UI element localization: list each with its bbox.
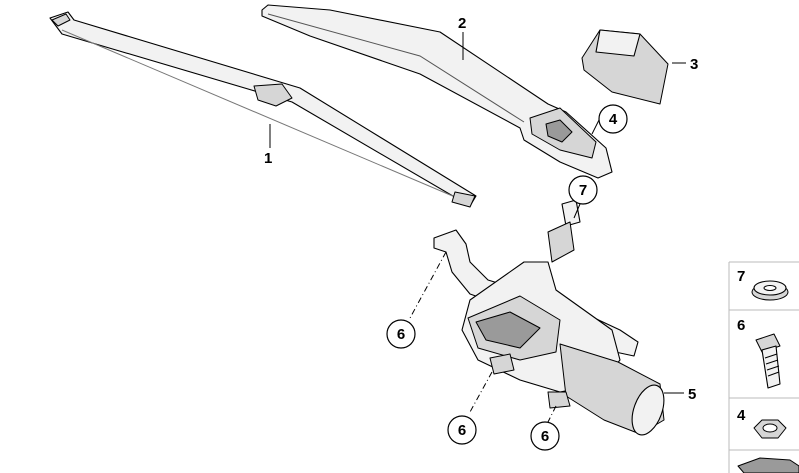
small-parts-sidebar: 7 6 4 <box>728 261 799 473</box>
wiper-motor[interactable] <box>433 199 670 439</box>
callout-bolt-top-text: 6 <box>397 326 405 343</box>
leader-bolt-top <box>409 251 447 319</box>
sidebar-item-grommet-number: 7 <box>737 268 745 285</box>
label-cap: 3 <box>690 56 698 73</box>
sidebar-item-grommet[interactable]: 7 <box>737 268 789 301</box>
callout-shaft-cap: 7 <box>568 175 598 205</box>
sidebar-item-bolt[interactable]: 6 <box>737 317 781 389</box>
bolt-icon <box>755 333 781 389</box>
callout-bolt-bottom-left: 6 <box>447 415 477 445</box>
callout-bolt-bottom-right-text: 6 <box>541 428 549 445</box>
sidebar-item-nut[interactable]: 4 <box>737 407 787 439</box>
leader-bolt-bottom-left <box>469 371 493 413</box>
wiper-arm[interactable] <box>261 4 613 179</box>
clip-icon <box>737 457 799 473</box>
callout-bolt-top: 6 <box>386 319 416 349</box>
callout-nut-text: 4 <box>609 111 618 128</box>
label-motor: 5 <box>688 386 696 403</box>
label-blade: 1 <box>264 150 272 167</box>
arm-cap[interactable] <box>581 29 669 105</box>
leader-shaft-cap <box>573 203 581 219</box>
callout-bolt-bottom-right: 6 <box>530 421 560 451</box>
callout-bolt-bottom-left-text: 6 <box>458 422 466 439</box>
nut-icon <box>753 419 787 439</box>
label-arm: 2 <box>458 15 466 32</box>
sidebar-item-bolt-number: 6 <box>737 317 745 334</box>
sidebar-item-clip[interactable] <box>737 457 799 473</box>
wiper-blade[interactable] <box>49 11 477 208</box>
callout-shaft-cap-text: 7 <box>579 182 587 199</box>
leader-bolt-bottom-right <box>547 405 557 423</box>
sidebar-item-nut-number: 4 <box>737 407 746 424</box>
callout-nut: 4 <box>598 104 628 134</box>
